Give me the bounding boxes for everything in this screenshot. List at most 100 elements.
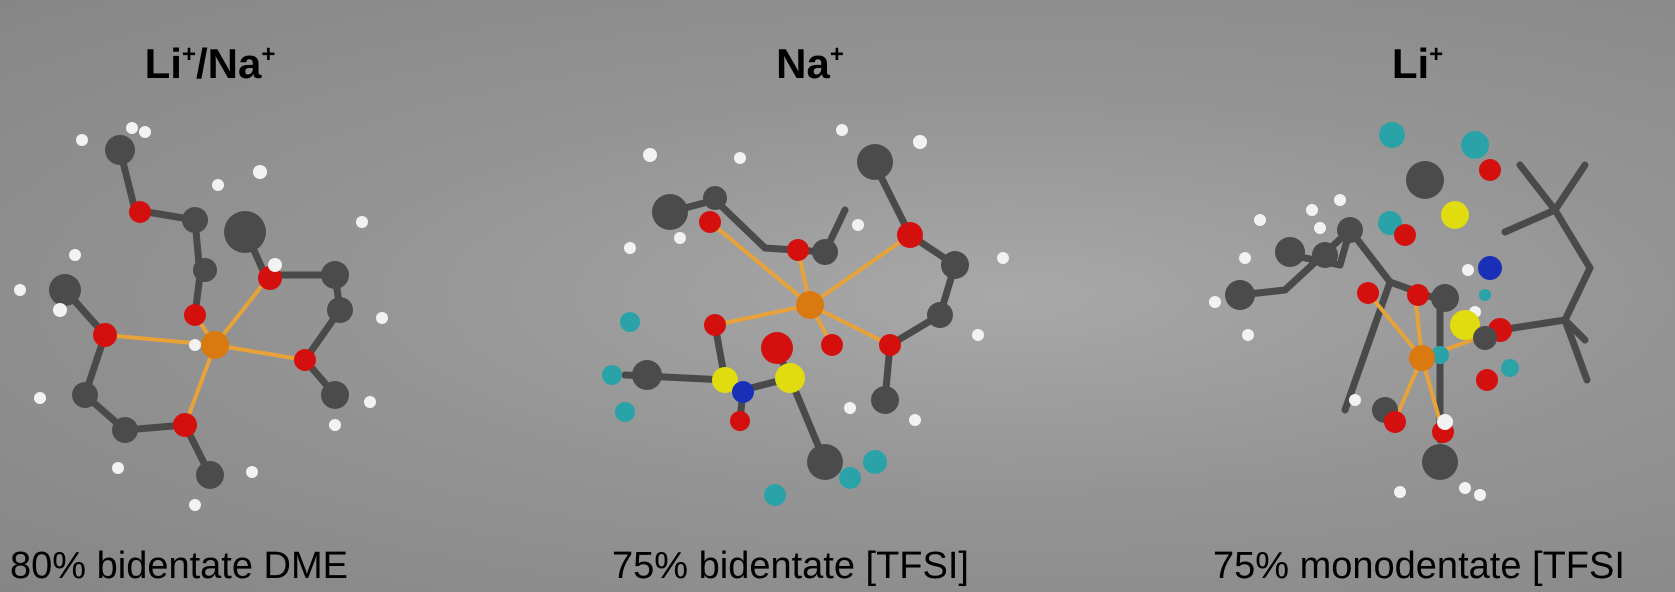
hydrogen-atom: [189, 499, 201, 511]
carbon-atom: [1431, 284, 1459, 312]
hydrogen-atom: [909, 414, 921, 426]
sulfur-atom: [1450, 310, 1480, 340]
fluorine-atom: [863, 450, 887, 474]
carbon-atom: [321, 261, 349, 289]
hydrogen-atom: [1479, 289, 1491, 301]
hydrogen-atom: [14, 284, 26, 296]
oxygen-atom: [730, 411, 750, 431]
oxygen-atom: [879, 334, 901, 356]
metal-ion: [1409, 345, 1435, 371]
carbon-atom: [182, 207, 208, 233]
hydrogen-atom: [212, 179, 224, 191]
sulfur-atom: [1441, 201, 1469, 229]
hydrogen-atom: [139, 126, 151, 138]
carbon-atom: [49, 274, 81, 306]
carbon-atom: [72, 382, 98, 408]
carbon-atom: [321, 381, 349, 409]
hydrogen-atom: [913, 135, 927, 149]
sulfur-atom: [775, 363, 805, 393]
hydrogen-atom: [126, 122, 138, 134]
oxygen-atom: [294, 349, 316, 371]
hydrogen-atom: [1242, 329, 1254, 341]
oxygen-atom: [1394, 224, 1416, 246]
carbon-atom: [1422, 444, 1458, 480]
hydrogen-atom: [1209, 296, 1221, 308]
hydrogen-atom: [76, 134, 88, 146]
oxygen-atom: [173, 413, 197, 437]
oxygen-atom: [821, 334, 843, 356]
hydrogen-atom: [1474, 489, 1486, 501]
fluorine-atom: [602, 365, 622, 385]
fluorine-atom: [764, 484, 786, 506]
panel-title: Li+/Na+: [144, 40, 276, 87]
hydrogen-atom: [997, 252, 1009, 264]
hydrogen-atom: [189, 339, 201, 351]
molecule-na-tfsi-structure: [602, 124, 1009, 506]
fluorine-atom: [1501, 359, 1519, 377]
carbon-atom: [1275, 237, 1305, 267]
carbon-atom: [196, 461, 224, 489]
hydrogen-atom: [844, 402, 856, 414]
oxygen-atom: [258, 266, 282, 290]
panel-caption: 75% bidentate [TFSI]: [612, 545, 969, 587]
carbon-atom: [807, 444, 843, 480]
fluorine-atom: [839, 467, 861, 489]
carbon-atom: [652, 194, 688, 230]
hydrogen-atom: [34, 392, 46, 404]
oxygen-atom: [699, 211, 721, 233]
hydrogen-atom: [112, 462, 124, 474]
carbon-atom: [941, 251, 969, 279]
carbon-atom: [193, 258, 217, 282]
hydrogen-atom: [268, 258, 282, 272]
hydrogen-atom: [246, 466, 258, 478]
metal-ion: [796, 291, 824, 319]
hydrogen-atom: [53, 303, 67, 317]
carbon-atom: [857, 144, 893, 180]
oxygen-atom: [761, 332, 793, 364]
hydrogen-atom: [674, 232, 686, 244]
carbon-atom: [112, 417, 138, 443]
hydrogen-atom: [1239, 252, 1251, 264]
carbon-atom: [1406, 161, 1444, 199]
panel-caption: 80% bidentate DME: [10, 545, 348, 587]
fluorine-atom: [1461, 131, 1489, 159]
panel-li-tfsi: Li+ 75% monodentate [TFSI: [1200, 0, 1675, 592]
oxygen-atom: [129, 201, 151, 223]
molecule-li-tfsi-structure: [1209, 122, 1594, 501]
panel-caption: 75% monodentate [TFSI: [1213, 545, 1625, 587]
oxygen-atom: [1407, 284, 1429, 306]
hydrogen-atom: [836, 124, 848, 136]
hydrogen-atom: [1306, 204, 1318, 216]
oxygen-atom: [787, 239, 809, 261]
fluorine-atom: [615, 402, 635, 422]
carbon-atom: [871, 386, 899, 414]
oxygen-atom: [1384, 411, 1406, 433]
oxygen-atom: [897, 222, 923, 248]
fluorine-atom: [1431, 346, 1449, 364]
metal-ion: [201, 331, 229, 359]
carbon-atom: [1312, 242, 1338, 268]
hydrogen-atom: [1459, 482, 1471, 494]
panel-na-tfsi: Na+ 75% bidentate [TFSI]: [580, 0, 1040, 592]
nitrogen-atom: [1478, 256, 1502, 280]
carbon-atom: [327, 297, 353, 323]
oxygen-atom: [93, 323, 117, 347]
hydrogen-atom: [1394, 486, 1406, 498]
hydrogen-atom: [1349, 394, 1361, 406]
hydrogen-atom: [1314, 222, 1326, 234]
hydrogen-atom: [1334, 194, 1346, 206]
panel-title: Li+: [1391, 40, 1444, 87]
molecule-dme-structure: [14, 122, 388, 511]
fluorine-atom: [1379, 122, 1405, 148]
carbon-atom: [632, 360, 662, 390]
hydrogen-atom: [329, 419, 341, 431]
hydrogen-atom: [356, 216, 368, 228]
hydrogen-atom: [734, 152, 746, 164]
hydrogen-atom: [643, 148, 657, 162]
sulfur-atom: [712, 367, 738, 393]
carbon-atom: [1225, 280, 1255, 310]
oxygen-atom: [1357, 282, 1379, 304]
hydrogen-atom: [1254, 214, 1266, 226]
hydrogen-atom: [364, 396, 376, 408]
oxygen-atom: [704, 314, 726, 336]
